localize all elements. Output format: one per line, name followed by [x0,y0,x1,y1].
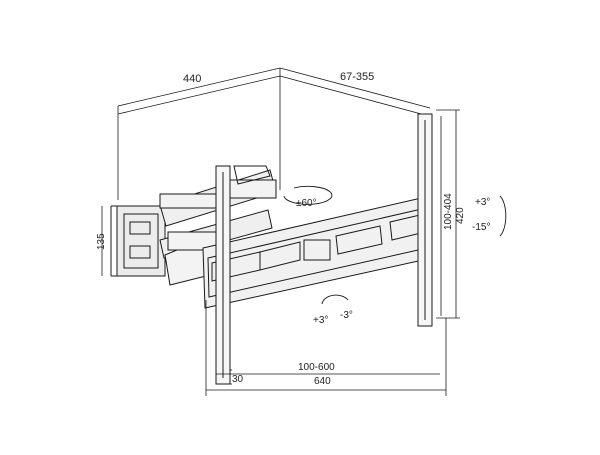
label-tilt-up: +3° [475,197,490,208]
label-height-left: 135 [96,233,107,250]
label-vesa-horizontal: 100-600 [298,362,335,373]
label-extension: 67-355 [340,71,374,83]
label-total-height: 420 [455,207,466,224]
label-rotation-minus: -3° [340,310,353,321]
label-tilt-down: -15° [472,222,490,233]
label-depth: 440 [183,73,201,85]
swivel-arrow [283,185,333,205]
label-vesa-vertical: 100-404 [443,193,454,230]
tilt-arrow [499,195,507,237]
label-total-width: 640 [314,376,331,387]
label-swivel: ±60° [296,198,317,209]
label-rotation-plus: +3° [313,315,328,326]
horizontal-rail [202,195,433,309]
left-vertical-bracket [215,165,231,385]
rotation-arrow [321,294,349,305]
depth-guide-lines [117,67,431,200]
wall-plate [110,205,166,277]
dimension-lines [101,109,460,396]
right-vertical-bracket [417,113,433,327]
label-offset: 30 [232,374,244,385]
